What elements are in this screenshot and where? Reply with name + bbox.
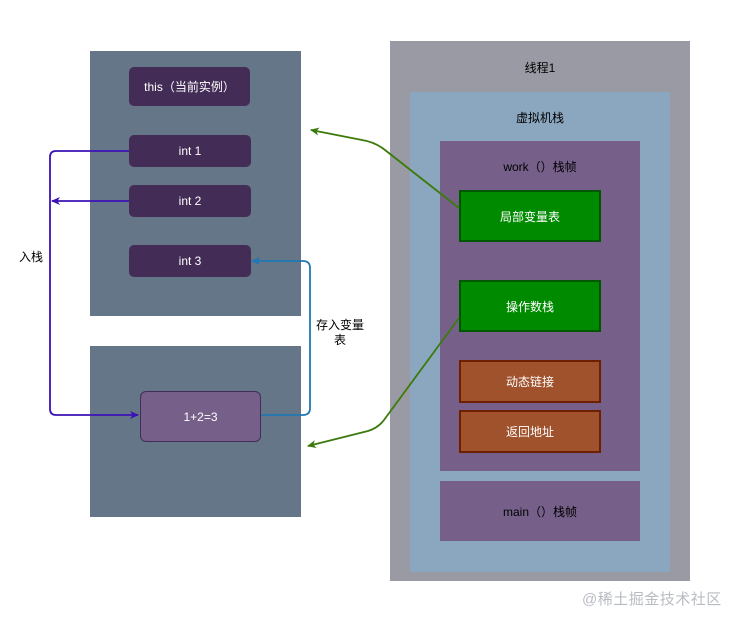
operand-stack-link-arrow — [307, 317, 460, 448]
vm-stack-title: 虚拟机栈 — [515, 111, 564, 125]
int1-slot: int 1 — [129, 135, 251, 167]
return-address-box: 返回地址 — [459, 410, 601, 453]
watermark: @稀土掘金技术社区 — [582, 591, 722, 608]
calculation-box: 1+2=3 — [140, 391, 261, 442]
work-frame-title: work（）栈帧 — [503, 160, 577, 174]
thread-title: 线程1 — [524, 61, 556, 75]
store-label: 存入变量 表 — [310, 318, 370, 348]
push-arrow-int1 — [49, 150, 139, 419]
store-label-line2: 表 — [333, 333, 346, 347]
main-frame-title: main（）栈帧 — [502, 505, 577, 519]
local-variable-table-box: 局部变量表 — [459, 190, 601, 242]
this-instance-slot: this（当前实例） — [129, 67, 250, 106]
operand-stack-box: 操作数栈 — [459, 280, 601, 332]
main-frame — [440, 481, 640, 541]
store-label-line1: 存入变量 — [315, 318, 364, 332]
store-arrow — [251, 257, 311, 416]
int2-slot: int 2 — [129, 185, 251, 217]
push-label: 入栈 — [18, 250, 43, 264]
dynamic-link-box: 动态链接 — [459, 360, 601, 403]
int3-slot: int 3 — [129, 245, 251, 277]
local-vars-link-arrow — [310, 127, 460, 209]
